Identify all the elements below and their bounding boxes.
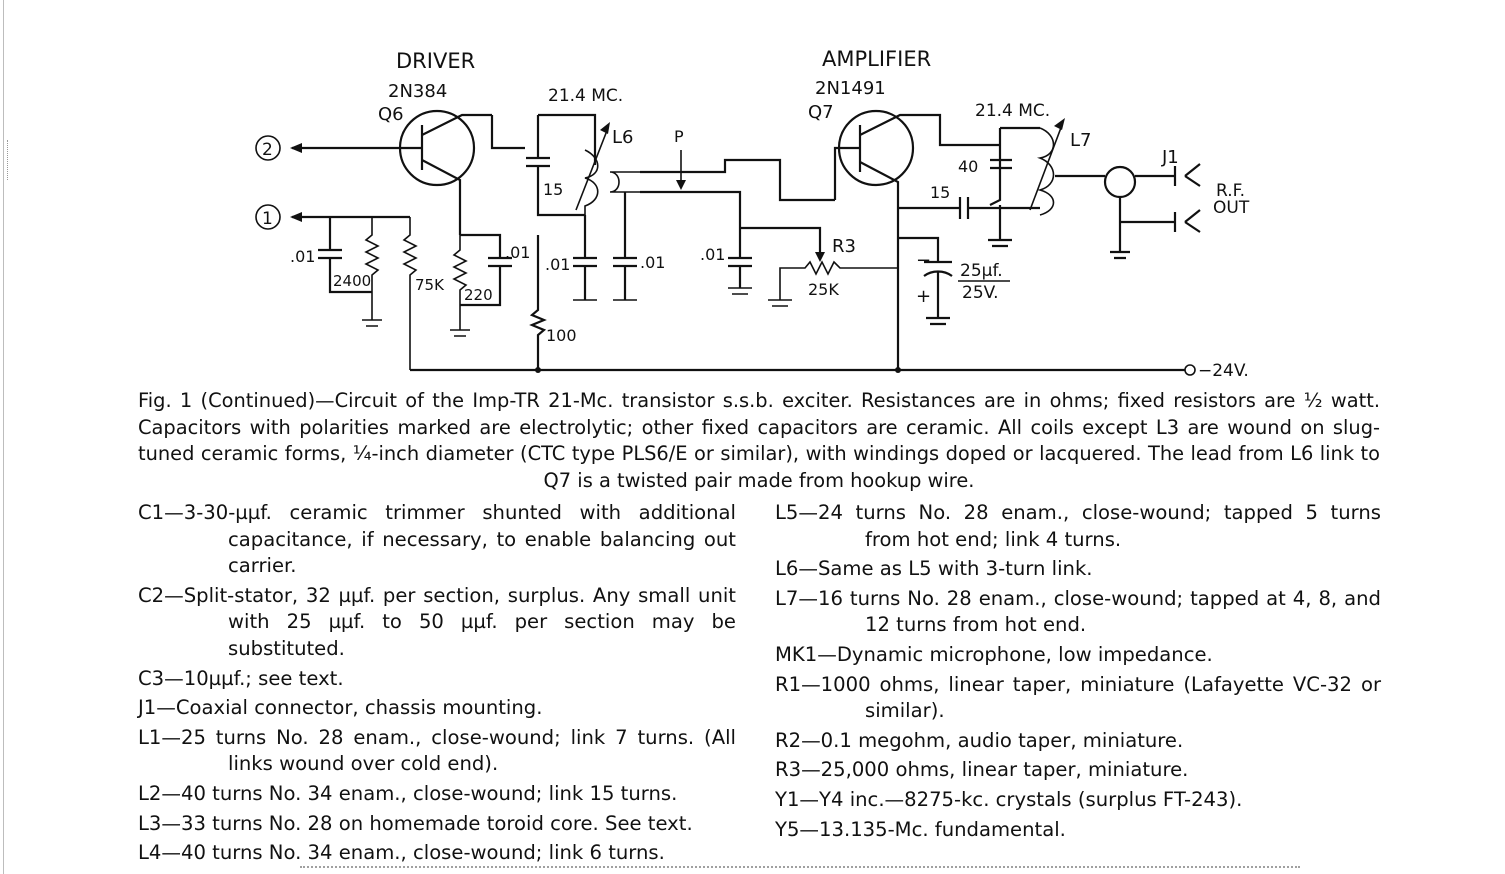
j1-connector xyxy=(1103,165,1137,199)
part-mk1: MK1—Dynamic microphone, low impedance. xyxy=(775,642,1213,666)
cut-off-text-line xyxy=(300,866,1300,870)
c-40-value: 40 xyxy=(958,157,978,176)
part-c2: C2—Split-stator, 32 µµf. per section, su… xyxy=(138,583,736,660)
q7-label: Q7 xyxy=(808,102,834,123)
c-01d-value: .01 xyxy=(640,253,665,272)
part-j1: J1—Coaxial connector, chassis mounting. xyxy=(138,696,543,720)
terminal-1-label: 1 xyxy=(262,209,273,229)
r-220-value: 220 xyxy=(464,286,493,304)
part-y1-y4: Y1—Y4 inc.—8275-kc. crystals (surplus FT… xyxy=(775,787,1243,811)
part-l6: L6—Same as L5 with 3-turn link. xyxy=(775,557,1093,581)
figure-caption: Fig. 1 (Continued)—Circuit of the Imp-TR… xyxy=(138,389,1380,492)
elec-cap-voltage: 25V. xyxy=(962,283,998,303)
r-100-value: 100 xyxy=(546,326,577,345)
l7-frequency: 21.4 MC. xyxy=(975,101,1050,121)
c-15b-value: 15 xyxy=(930,183,950,202)
c-01e-value: .01 xyxy=(700,245,725,264)
elec-cap-value: 25µf. xyxy=(960,261,1003,281)
l7-label: L7 xyxy=(1070,130,1091,151)
l6-frequency: 21.4 MC. xyxy=(548,86,623,106)
part-r2: R2—0.1 megohm, audio taper, miniature. xyxy=(775,728,1184,752)
c-01c-value: .01 xyxy=(545,255,570,274)
part-l4: L4—40 turns No. 34 enam., close-wound; l… xyxy=(138,841,665,865)
page-edge-marks xyxy=(7,140,10,180)
c-01a-value: .01 xyxy=(290,247,315,266)
supply-label: −24V. xyxy=(1198,361,1249,381)
part-c1: C1—3-30-µµf. ceramic trimmer shunted wit… xyxy=(138,501,736,578)
part-l2: L2—40 turns No. 34 enam., close-wound; l… xyxy=(138,781,678,805)
rf-out-label-2: OUT xyxy=(1213,198,1250,218)
part-c3: C3—10µµf.; see text. xyxy=(138,666,344,690)
elec-plus: + xyxy=(916,286,931,307)
driver-part: 2N384 xyxy=(388,81,447,102)
rf-out-label-1: R.F. xyxy=(1216,181,1245,201)
page-edge-rule xyxy=(3,0,4,874)
p-label: P xyxy=(674,127,684,146)
terminal-2-label: 2 xyxy=(262,140,273,160)
part-r3: R3—25,000 ohms, linear taper, miniature. xyxy=(775,758,1189,782)
part-r1: R1—1000 ohms, linear taper, miniature (L… xyxy=(775,672,1381,723)
parts-list-right: L5—24 turns No. 28 enam., close-wound; t… xyxy=(775,500,1381,846)
part-l3: L3—33 turns No. 28 on homemade toroid co… xyxy=(138,811,693,835)
part-l1: L1—25 turns No. 28 enam., close-wound; l… xyxy=(138,725,736,776)
c-15a-value: 15 xyxy=(543,180,563,199)
supply-terminal xyxy=(1184,364,1196,376)
part-l5: L5—24 turns No. 28 enam., close-wound; t… xyxy=(775,501,1381,551)
part-y5: Y5—13.135-Mc. fundamental. xyxy=(775,817,1066,841)
amp-part: 2N1491 xyxy=(815,78,886,99)
terminal-1-circle xyxy=(255,204,281,230)
amp-title: AMPLIFIER xyxy=(822,47,931,71)
l6-label: L6 xyxy=(612,127,633,148)
circuit-schematic: DRIVER 2N384 Q6 AMPLIFIER 2N1491 Q7 21.4… xyxy=(255,47,1250,381)
r-75k-value: 75K xyxy=(415,276,445,294)
r-2400-value: 2400 xyxy=(333,272,371,290)
j1-label: J1 xyxy=(1161,147,1179,168)
c-01b-value: .01 xyxy=(505,243,530,262)
part-l7: L7—16 turns No. 28 enam., close-wound; t… xyxy=(775,586,1381,637)
driver-title: DRIVER xyxy=(396,49,475,73)
q6-label: Q6 xyxy=(378,104,404,125)
elec-minus: − xyxy=(916,250,931,271)
r-25k-value: 25K xyxy=(808,280,839,299)
r3-label: R3 xyxy=(832,236,856,257)
terminal-2-circle xyxy=(255,135,281,161)
parts-list-left: C1—3-30-µµf. ceramic trimmer shunted wit… xyxy=(138,500,736,870)
